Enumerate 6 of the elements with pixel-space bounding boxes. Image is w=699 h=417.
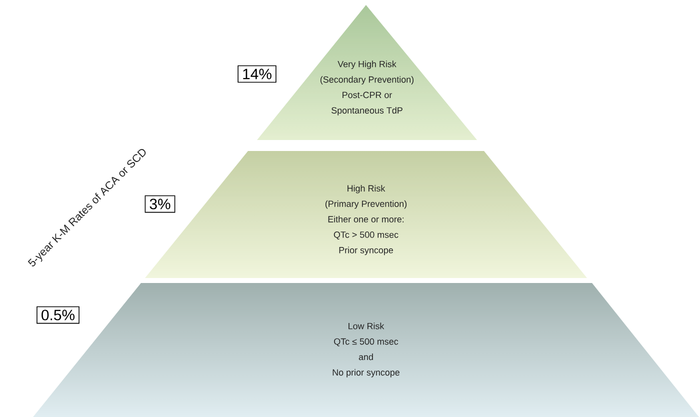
pyramid-layer: High Risk (Primary Prevention) Either one or more: QTc > 500 msec Prior syncope <box>325 184 407 256</box>
pyramid-layer: Very High Risk (Secondary Prevention) Post-CPR or Spontaneous TdP <box>320 60 414 116</box>
percent-box: 14% <box>238 65 276 83</box>
percent-box: 0.5% <box>36 306 80 324</box>
percent-box: 3% <box>144 195 176 213</box>
pyramid-layer: Low Risk QTc ≤ 500 msec and No prior syncope <box>332 322 400 378</box>
